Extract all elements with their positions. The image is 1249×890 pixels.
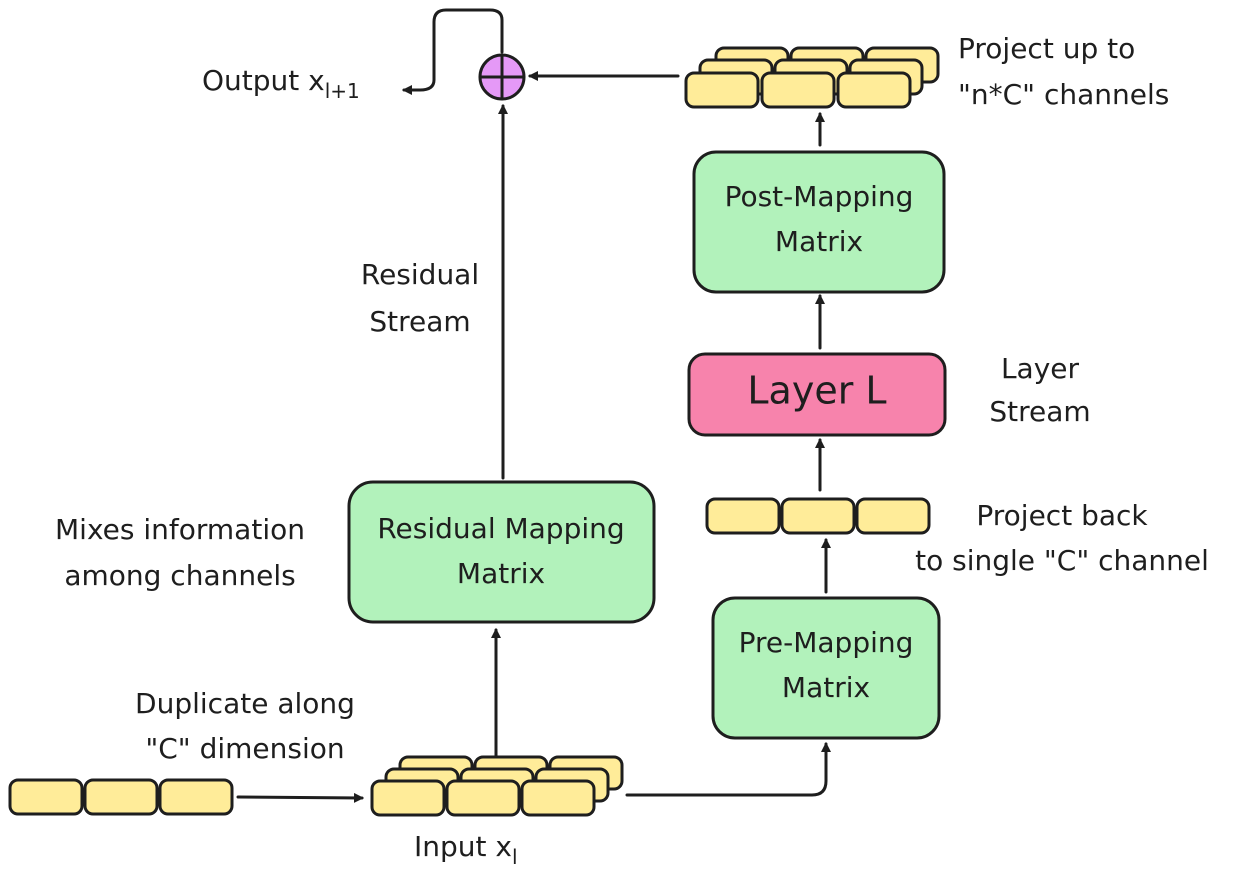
project-up-label-line2: "n*C" channels [958, 78, 1169, 111]
output-label: Output xl+1 [202, 64, 360, 103]
layer-stream-label-line1: Layer [1001, 352, 1080, 385]
circled-plus-icon [478, 53, 526, 101]
residual-stream-label-line1: Residual [361, 258, 479, 291]
project-back-label-line1: Project back [976, 499, 1148, 532]
arrow-plus-to-output [402, 8, 504, 95]
post-mapping-matrix-box: Post-Mapping Matrix [692, 150, 946, 294]
single-channel-row [705, 497, 931, 535]
residual-mapping-label-line2: Matrix [457, 557, 545, 590]
residual-mapping-label-line1: Residual Mapping [377, 512, 624, 545]
layer-label: Layer L [747, 369, 886, 413]
arrow-input-to-pre-mapping [625, 742, 831, 797]
layer-box: Layer L [687, 352, 947, 437]
pre-mapping-label-line2: Matrix [782, 671, 870, 704]
arrow-duplicate [236, 792, 364, 803]
projected-up-channels [684, 46, 940, 109]
post-mapping-label-line2: Matrix [775, 225, 863, 258]
connectors [236, 8, 831, 803]
annotations: Output xl+1 Project up to "n*C" channels… [55, 32, 1209, 869]
original-channel-row [8, 778, 234, 816]
pre-mapping-label-line1: Pre-Mapping [739, 626, 914, 659]
input-label: Input xl [414, 830, 518, 869]
residual-mapping-matrix-box: Residual Mapping Matrix [347, 480, 656, 624]
project-back-label-line2: to single "C" channel [915, 544, 1209, 577]
mixes-label-line2: among channels [64, 559, 295, 592]
residual-stream-label-line2: Stream [369, 305, 470, 338]
pre-mapping-matrix-box: Pre-Mapping Matrix [711, 596, 941, 740]
post-mapping-label-line1: Post-Mapping [725, 180, 914, 213]
input-stacked-channels [370, 755, 624, 817]
project-up-label-line1: Project up to [958, 32, 1135, 65]
mixes-label-line1: Mixes information [55, 513, 305, 546]
layer-stream-label-line2: Stream [989, 395, 1090, 428]
duplicate-label-line1: Duplicate along [135, 687, 355, 720]
duplicate-label-line2: "C" dimension [145, 732, 344, 765]
